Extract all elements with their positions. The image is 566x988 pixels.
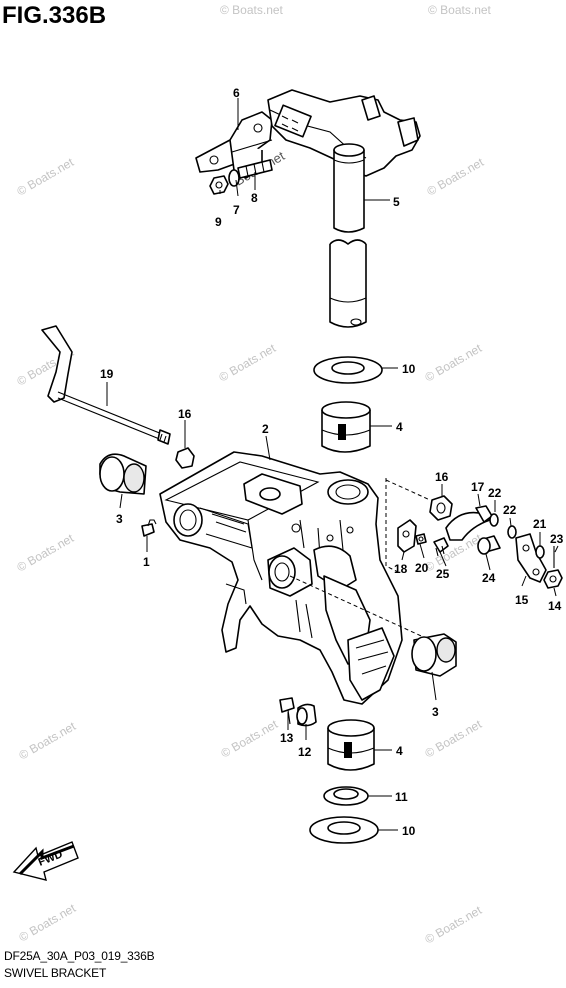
- swivel-bracket-2: [159, 451, 403, 705]
- callout-9: 9: [215, 215, 222, 229]
- callout-24: 24: [482, 571, 496, 585]
- watermark: © Boats.net: [220, 3, 284, 17]
- grease-nipple-1: [141, 519, 157, 537]
- fwd-direction-arrow: FWD: [12, 841, 79, 881]
- callout-14: 14: [548, 599, 562, 613]
- bolt-13: [279, 697, 295, 725]
- washer-22: [489, 513, 517, 539]
- callout-4: 4: [396, 744, 403, 758]
- bushing-4-top: [321, 401, 371, 453]
- bushing-3-left: [99, 453, 147, 495]
- leader-lines: [106, 98, 559, 831]
- callout-17: 17: [471, 480, 485, 494]
- nut-9: [209, 175, 229, 195]
- watermark: © Boats.net: [217, 341, 279, 385]
- alignment-line: [385, 478, 399, 573]
- callout-20: 20: [415, 561, 429, 575]
- callout-4: 4: [396, 420, 403, 434]
- callout-5: 5: [393, 195, 400, 209]
- callout-16: 16: [435, 470, 449, 484]
- watermark: © Boats.net: [425, 155, 487, 199]
- watermark: © Boats.net: [15, 155, 77, 199]
- figure-code: DF25A_30A_P03_019_336B: [4, 949, 155, 963]
- figure-title: FIG.336B: [2, 2, 107, 29]
- callout-21: 21: [533, 517, 547, 531]
- callout-15: 15: [515, 593, 529, 607]
- callout-22: 22: [503, 503, 517, 517]
- callout-7: 7: [233, 203, 240, 217]
- link-rod-19: [41, 325, 171, 445]
- bracket-18: [397, 519, 417, 553]
- callout-22: 22: [488, 486, 502, 500]
- nut-14: [543, 569, 563, 589]
- watermark: © Boats.net: [17, 901, 79, 945]
- washer-11: [323, 786, 369, 806]
- washer-7: [228, 169, 240, 187]
- stopper-12: [296, 703, 317, 727]
- watermark: © Boats.net: [423, 903, 485, 947]
- cap-16-right: [429, 495, 453, 521]
- callout-8: 8: [251, 191, 258, 205]
- callout-2: 2: [262, 422, 269, 436]
- screw-25: [433, 537, 449, 557]
- alignment-line: [289, 575, 431, 641]
- washer-21: [535, 545, 545, 559]
- callout-19: 19: [100, 367, 114, 381]
- callout-1: 1: [143, 555, 150, 569]
- lock-arm-15: [515, 533, 547, 583]
- cap-16-left: [175, 447, 195, 469]
- callout-3: 3: [432, 705, 439, 719]
- callout-13: 13: [280, 731, 294, 745]
- callouts: 6 9 7 8 5 10 4 19 16 2 3 1 16 17 22 22 2…: [100, 86, 564, 838]
- collar-24: [477, 535, 501, 555]
- callout-25: 25: [436, 567, 450, 581]
- callout-18: 18: [394, 562, 408, 576]
- bolt-20: [415, 533, 427, 545]
- steering-shaft-5: [267, 89, 421, 328]
- callout-3: 3: [116, 512, 123, 526]
- washer-10-top: [313, 356, 383, 384]
- watermark: © Boats.net: [423, 717, 485, 761]
- bushing-4-bottom: [327, 719, 375, 771]
- watermark: © Boats.net: [219, 717, 281, 761]
- callout-10: 10: [402, 824, 416, 838]
- watermark: © Boats.net: [17, 719, 79, 763]
- watermark: © Boats.net: [15, 531, 77, 575]
- callout-12: 12: [298, 745, 312, 759]
- bushing-3-right: [411, 633, 457, 677]
- alignment-line: [385, 479, 431, 501]
- callout-16: 16: [178, 407, 192, 421]
- callout-10: 10: [402, 362, 416, 376]
- figure-caption: SWIVEL BRACKET: [4, 966, 107, 980]
- callout-23: 23: [550, 532, 564, 546]
- callout-6: 6: [233, 86, 240, 100]
- callout-11: 11: [395, 790, 408, 804]
- watermark: © Boats.net: [423, 341, 485, 385]
- washer-10-bottom: [309, 816, 379, 844]
- watermark: © Boats.net: [428, 3, 492, 17]
